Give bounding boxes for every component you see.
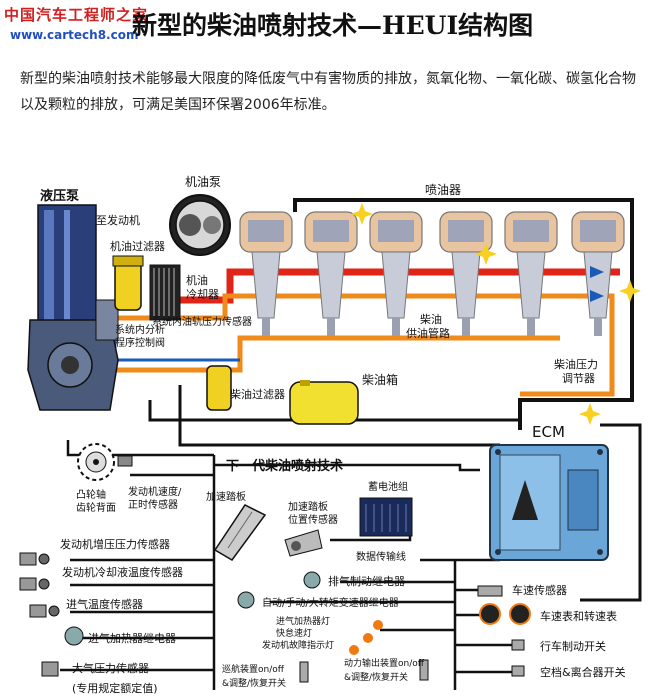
cruise-switch-part <box>299 661 309 683</box>
sparkle-icons <box>351 203 641 425</box>
label-oil-filter: 机油过滤器 <box>110 239 165 253</box>
tachometer-part <box>509 603 531 625</box>
label-cruise-1: 巡航装置on/off <box>222 663 285 675</box>
label-fuel-filter: 柴油过滤器 <box>230 387 285 401</box>
wiring-harness-mid <box>178 385 500 447</box>
injector <box>504 211 558 336</box>
trans-relay-part <box>237 591 255 609</box>
label-warn-light-2: 快怠速灯 <box>276 627 312 639</box>
label-pto-1: 动力输出装置on/off <box>344 657 425 669</box>
watermark-site-name: 中国汽车工程师之家 <box>4 6 149 24</box>
label-pedal-sensor-1: 加速踏板 <box>288 500 328 513</box>
battery <box>359 497 413 537</box>
label-oil-cooler-1: 机油 <box>186 273 208 287</box>
brake-switch-part <box>511 639 525 651</box>
label-speedo-tach: 车速表和转速表 <box>540 609 617 623</box>
oil-pump <box>169 194 231 256</box>
wiring-harness-left <box>148 400 518 422</box>
label-ecm: ECM <box>532 423 565 441</box>
baro-sensor-part <box>41 661 59 677</box>
heui-diagram: 液压泵 至发动机 机油泵 机油过滤器 机油 冷却器 喷油器 系统内油轨压力传感器… <box>19 175 642 695</box>
sensor-bus-left <box>60 440 480 690</box>
injector <box>369 211 423 336</box>
ecm-module <box>489 444 609 561</box>
fuel-return-line <box>100 335 560 373</box>
label-fuel-rail-1: 柴油 <box>420 312 442 326</box>
label-pto-2: &调整/恢复开关 <box>344 671 408 683</box>
label-accel-pedal: 加速踏板 <box>206 490 246 503</box>
label-baro-note: (专用规定额定值) <box>72 681 158 695</box>
label-warn-light-1: 进气加热器灯 <box>276 615 330 627</box>
flow-arrow-icons <box>590 266 604 302</box>
label-speed-sensor-1: 发动机速度/ <box>128 485 182 498</box>
label-hydraulic-pump: 液压泵 <box>40 188 79 204</box>
label-cam-gear-1: 凸轮轴 <box>76 488 106 501</box>
pto-switch-part <box>419 659 429 681</box>
label-coolant-sensor: 发动机冷却液温度传感器 <box>62 565 183 579</box>
injector <box>239 211 293 336</box>
label-oil-cooler-2: 冷却器 <box>186 288 219 301</box>
label-cruise-2: &调整/恢复开关 <box>222 677 286 689</box>
high-pressure-oil-line <box>150 268 620 304</box>
accelerator-pedal <box>213 504 267 561</box>
label-clutch-switch: 空档&离合器开关 <box>540 665 626 679</box>
speedometer-part <box>479 603 501 625</box>
label-cam-gear-2: 齿轮背面 <box>76 501 116 514</box>
label-ipr-valve-2: 程序控制阀 <box>115 336 165 349</box>
label-exhaust-brake-relay: 排气制动继电器 <box>328 574 405 588</box>
wiring-harness-ecm <box>580 423 642 602</box>
label-battery: 蓄电池组 <box>368 480 408 493</box>
wiring-harness-top <box>293 198 634 430</box>
label-boost-sensor: 发动机增压压力传感器 <box>60 537 170 551</box>
label-next-gen: 下一代柴油喷射技术 <box>226 458 343 474</box>
clutch-switch-part <box>511 665 525 677</box>
label-icp-sensor: 系统内油轨压力传感器 <box>152 315 252 328</box>
pedal-position-sensor <box>284 529 323 557</box>
label-baro-sensor: 大气压力传感器 <box>72 661 149 675</box>
label-data-link: 数据传输线 <box>356 550 406 563</box>
label-fuel-rail-2: 供油管路 <box>406 326 450 340</box>
coolant-temp-sensor-part <box>19 577 50 591</box>
label-oil-pump: 机油泵 <box>185 175 221 189</box>
hydraulic-pump <box>27 204 119 411</box>
exhaust-brake-relay-part <box>303 571 321 589</box>
fuel-supply-line <box>100 293 615 397</box>
label-intake-heater-relay: 进气加热器继电器 <box>88 631 176 645</box>
cam-gear <box>77 443 115 481</box>
oil-filter <box>112 255 144 311</box>
warning-lights <box>349 620 383 655</box>
intake-temp-sensor-part <box>29 604 60 618</box>
label-fuel-tank: 柴油箱 <box>362 372 398 387</box>
speed-sensor-part <box>117 455 133 467</box>
intake-heater-relay-part <box>64 626 84 646</box>
label-engine: 至发动机 <box>96 213 140 227</box>
label-warn-light-3: 发动机故障指示灯 <box>262 639 334 651</box>
label-injectors: 喷油器 <box>425 183 461 197</box>
label-speed-sensor-2: 正时传感器 <box>128 498 178 511</box>
injector <box>439 211 493 336</box>
label-intake-temp-sensor: 进气温度传感器 <box>66 597 143 611</box>
fuel-tank <box>289 380 359 425</box>
label-ipr-valve-1: 系统内分析 <box>115 323 165 336</box>
label-pedal-sensor-2: 位置传感器 <box>288 513 338 526</box>
page-title: 新型的柴油喷射技术—HEUI结构图 <box>132 11 534 40</box>
label-vehicle-speed-sensor: 车速传感器 <box>512 583 567 597</box>
fuel-filter <box>206 365 232 411</box>
description-text: 新型的柴油喷射技术能够最大限度的降低废气中有害物质的排放，氮氧化物、一氧化碳、碳… <box>20 71 636 113</box>
label-fuel-regulator-1: 柴油压力 <box>554 357 598 371</box>
label-fuel-regulator-2: 调节器 <box>562 372 595 385</box>
label-trans-relay: 自动/手动/大转矩变速器继电器 <box>262 596 399 609</box>
watermark-url: www.cartech8.com <box>10 28 139 42</box>
boost-pressure-sensor-part <box>19 552 50 566</box>
oil-cooler <box>149 264 181 321</box>
vehicle-speed-sensor-part <box>477 585 503 597</box>
injector-bank <box>239 211 625 336</box>
injector <box>304 211 358 336</box>
label-brake-switch: 行车制动开关 <box>540 639 606 653</box>
